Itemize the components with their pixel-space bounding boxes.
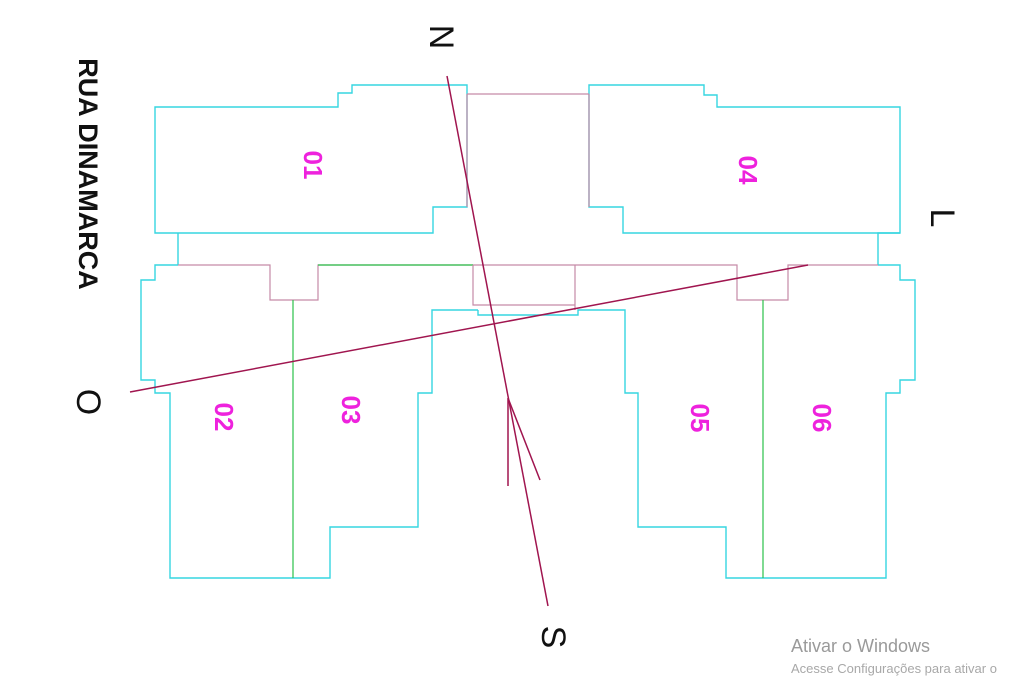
- unit-label-04: 04: [733, 156, 763, 185]
- north-south-line: [446, 75, 549, 607]
- compass-south-label: S: [534, 626, 572, 649]
- watermark-title: Ativar o Windows: [791, 636, 931, 656]
- unit-02-outline: [140, 264, 293, 579]
- lower-core-outline: [477, 309, 763, 579]
- east-west-line: [129, 264, 809, 393]
- lower-core-inner: [472, 265, 576, 310]
- unit-label-03: 03: [336, 396, 366, 425]
- watermark-subtitle: Acesse Configurações para ativar o: [791, 661, 997, 676]
- unit-label-06: 06: [807, 404, 837, 433]
- left-connector: [177, 232, 900, 265]
- compass-west-label: O: [69, 389, 107, 415]
- compass-north-label: N: [422, 25, 460, 50]
- unit-03-outline: [293, 309, 478, 579]
- unit-label-01: 01: [298, 151, 328, 180]
- unit-06-outline: [763, 264, 916, 579]
- compass-arrow-icon: [507, 397, 541, 486]
- unit-04-outline: [588, 84, 901, 234]
- unit-label-05: 05: [685, 404, 715, 433]
- upper-core-outline: [466, 93, 590, 207]
- unit-label-02: 02: [209, 403, 239, 432]
- windows-activation-watermark: Ativar o Windows Acesse Configurações pa…: [791, 636, 1023, 676]
- unit-01-outline: [154, 84, 468, 234]
- compass-east-label: L: [923, 209, 961, 228]
- street-name-label: RUA DINAMARCA: [73, 58, 103, 289]
- lower-band-top: [178, 264, 878, 301]
